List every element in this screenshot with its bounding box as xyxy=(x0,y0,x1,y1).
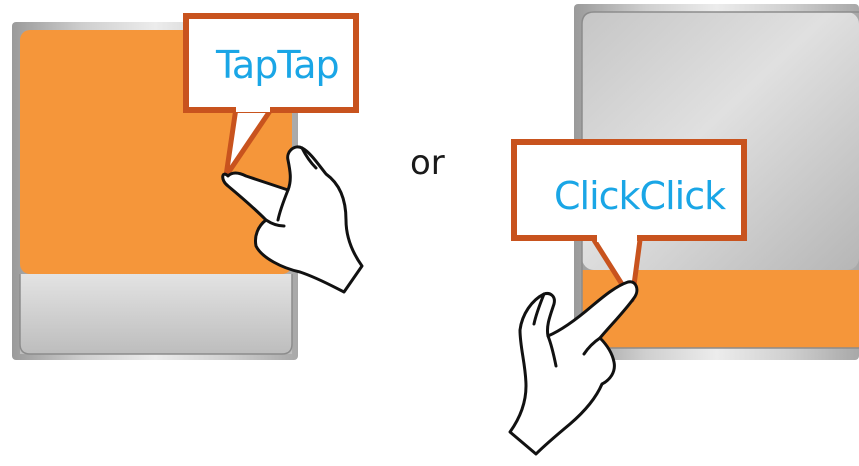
clickclick-label: ClickClick xyxy=(554,174,726,218)
right-callout xyxy=(511,139,747,303)
or-separator: or xyxy=(410,143,445,183)
pointing-hand-icon xyxy=(221,145,364,294)
left-callout xyxy=(183,13,359,179)
left-click-bar xyxy=(20,274,292,354)
left-touchpad-inner-edge xyxy=(19,274,293,355)
pointing-hand-icon xyxy=(508,280,639,456)
taptap-label: TapTap xyxy=(216,43,340,87)
right-touchpad-inner-edge xyxy=(581,11,859,25)
right-callout-box xyxy=(511,139,747,241)
left-callout-box xyxy=(183,13,359,113)
